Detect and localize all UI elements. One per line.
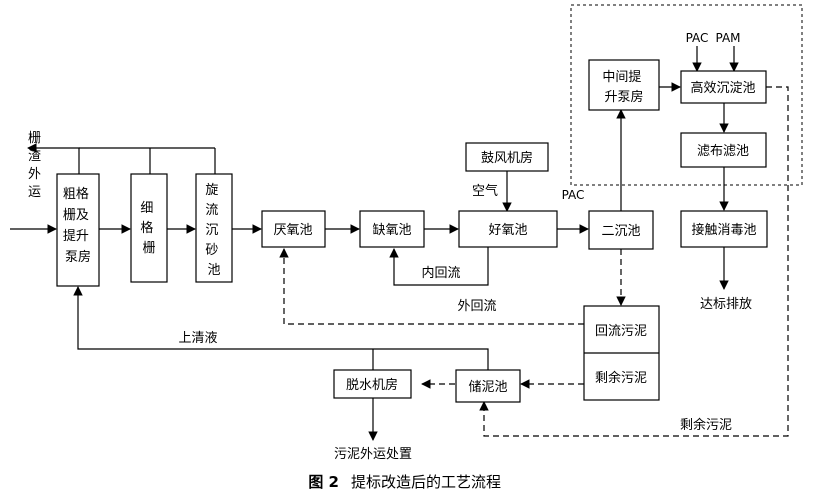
dewatering-room-label: 脱水机房 — [346, 377, 398, 393]
coarse-screen-box — [56, 173, 100, 287]
cloth-filter-box — [680, 132, 767, 168]
aerobic-box — [458, 210, 558, 248]
cloth-filter-label: 滤布滤池 — [697, 144, 749, 159]
intermediate-pump-label: 中间提 升泵房 — [602, 69, 645, 105]
hi-eff-clarifier-box — [680, 70, 767, 104]
internal-recycle-label: 内回流 — [421, 265, 460, 281]
vortex-grit-box — [195, 173, 233, 283]
fine-screen-label: 细 格 栅 — [140, 201, 157, 256]
blower-room-box — [465, 142, 549, 172]
advanced-treatment-frame — [570, 4, 803, 186]
blower-room-label: 鼓风机房 — [481, 150, 533, 166]
sludge-disposal-label: 污泥外运处置 — [334, 447, 412, 462]
excess-sludge-line-label: 剩余污泥 — [680, 417, 732, 433]
supernatant-label: 上清液 — [178, 331, 217, 346]
anoxic-box — [359, 210, 425, 248]
pac-label-advanced: PAC — [686, 31, 709, 45]
pam-label: PAM — [715, 31, 740, 45]
contact-disinfection-box — [680, 210, 768, 248]
external-recycle-label: 外回流 — [457, 299, 496, 314]
intermediate-pump-box — [588, 59, 660, 111]
sludge-storage-label: 储泥池 — [468, 380, 507, 395]
anaerobic-label: 厌氧池 — [273, 223, 312, 238]
secondary-clarifier-box — [588, 210, 654, 250]
pac-label-secondary: PAC — [562, 188, 585, 202]
figure-number: 图 2 — [308, 473, 339, 491]
contact-disinfection-label: 接触消毒池 — [691, 222, 756, 238]
vortex-grit-label: 旋 流 沉 砂 池 — [205, 183, 222, 278]
aerobic-label: 好氧池 — [488, 223, 527, 238]
secondary-clarifier-label: 二沉池 — [601, 224, 640, 239]
dashed-sludge-lines — [279, 86, 789, 437]
air-label: 空气 — [472, 183, 498, 199]
anoxic-label: 缺氧池 — [372, 223, 411, 238]
discharge-label: 达标排放 — [700, 297, 752, 312]
sludge-storage-box — [455, 369, 521, 403]
screenings-out-label: 栅 渣 外 运 — [28, 131, 45, 200]
anaerobic-box — [261, 210, 326, 248]
dewatering-room-box — [333, 369, 412, 399]
solid-flow-lines — [10, 46, 739, 441]
figure-title: 提标改造后的工艺流程 — [351, 473, 501, 491]
fine-screen-box — [130, 173, 168, 283]
coarse-screen-label: 粗格 栅及 提升 泵房 — [63, 186, 93, 265]
hi-eff-clarifier-label: 高效沉淀池 — [690, 80, 755, 96]
excess-sludge-label: 剩余污泥 — [595, 370, 647, 386]
return-sludge-label: 回流污泥 — [595, 324, 647, 339]
